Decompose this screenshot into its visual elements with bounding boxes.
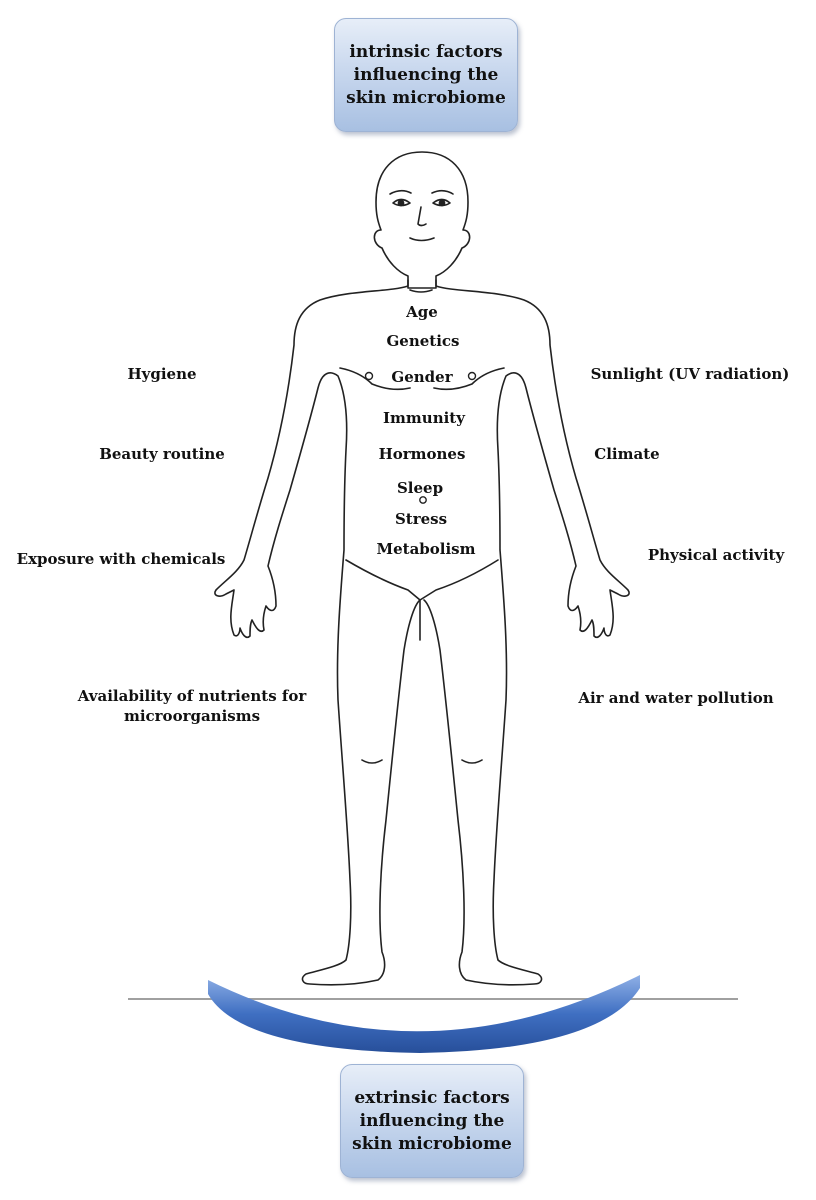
left-body-outline <box>214 279 421 986</box>
extrinsic-factors-title: extrinsic factors influencing the skin m… <box>352 1087 512 1154</box>
extrinsic-factor-climate: Climate <box>594 445 660 463</box>
extrinsic-factor-pollution: Air and water pollution <box>578 689 774 707</box>
extrinsic-factor-nutrients: Availability of nutrients for microorgan… <box>77 687 307 725</box>
head-outline <box>373 151 471 289</box>
intrinsic-factor-immunity: Immunity <box>383 409 465 427</box>
extrinsic-factor-beauty-routine: Beauty routine <box>99 445 225 463</box>
right-body-outline <box>423 279 630 986</box>
extrinsic-factor-sunlight: Sunlight (UV radiation) <box>590 365 790 383</box>
left-eye <box>392 198 411 207</box>
intrinsic-factor-sleep: Sleep <box>396 479 444 497</box>
extrinsic-factor-chemicals: Exposure with chemicals <box>16 550 226 568</box>
intrinsic-factor-gender: Gender <box>391 368 453 386</box>
intrinsic-factors-title: intrinsic factors influencing the skin m… <box>346 41 506 108</box>
intrinsic-factor-genetics: Genetics <box>386 332 460 350</box>
intrinsic-factor-age: Age <box>406 303 438 321</box>
intrinsic-factors-box: intrinsic factors influencing the skin m… <box>334 18 518 132</box>
right-eye <box>432 198 451 207</box>
intrinsic-factor-metabolism: Metabolism <box>376 540 476 558</box>
intrinsic-factor-hormones: Hormones <box>378 445 466 463</box>
extrinsic-factor-hygiene: Hygiene <box>127 365 197 383</box>
arc-base <box>208 975 640 1053</box>
intrinsic-factor-stress: Stress <box>394 510 448 528</box>
extrinsic-factors-box: extrinsic factors influencing the skin m… <box>340 1064 524 1178</box>
extrinsic-factor-physical-activity: Physical activity <box>647 546 785 564</box>
